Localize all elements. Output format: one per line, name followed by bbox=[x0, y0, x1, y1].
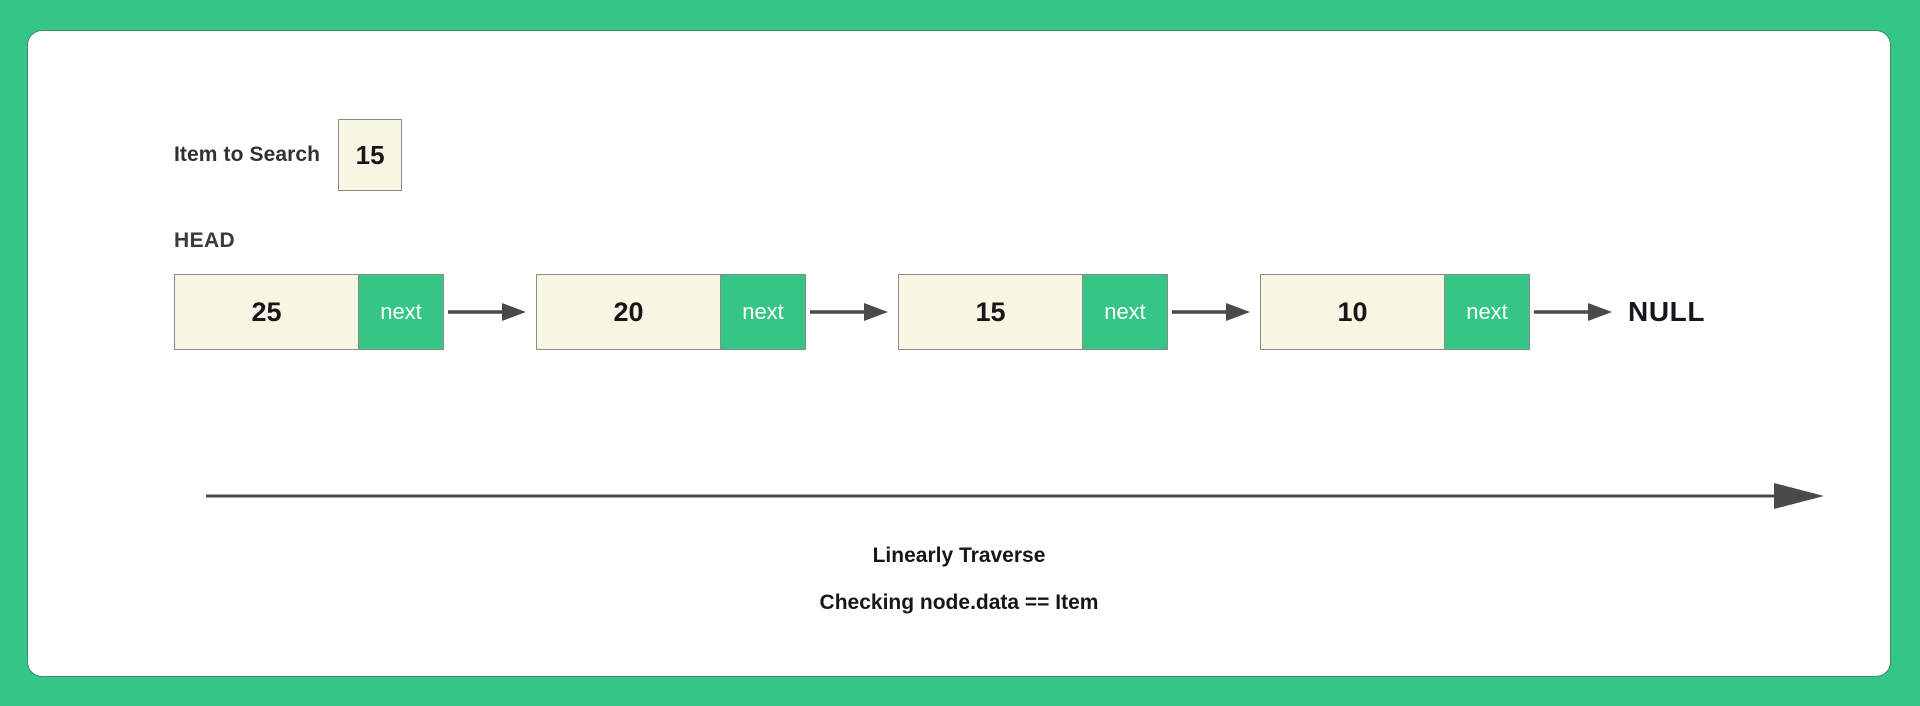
head-label: HEAD bbox=[174, 229, 236, 252]
list-node-3[interactable]: 10 next bbox=[1260, 274, 1530, 350]
list-node-2[interactable]: 15 next bbox=[898, 274, 1168, 350]
diagram-card: Item to Search 15 HEAD 25 next 20 next bbox=[28, 31, 1890, 676]
node-next-cell: next bbox=[1444, 275, 1529, 349]
node-data-cell: 20 bbox=[537, 275, 720, 349]
node-next-cell: next bbox=[1082, 275, 1167, 349]
node-data-cell: 10 bbox=[1261, 275, 1444, 349]
linked-list-row: 25 next 20 next 15 next bbox=[174, 274, 1705, 350]
list-node-0[interactable]: 25 next bbox=[174, 274, 444, 350]
link-arrow-icon bbox=[448, 303, 526, 321]
item-to-search-row: Item to Search 15 bbox=[174, 119, 403, 191]
list-node-1[interactable]: 20 next bbox=[536, 274, 806, 350]
node-next-cell: next bbox=[720, 275, 805, 349]
link-arrow-icon bbox=[810, 303, 888, 321]
caption-linearly-traverse: Linearly Traverse bbox=[872, 544, 1046, 567]
item-to-search-value-box[interactable]: 15 bbox=[338, 119, 403, 191]
node-next-cell: next bbox=[358, 275, 443, 349]
null-terminator-label: NULL bbox=[1628, 296, 1706, 327]
traverse-arrow-icon bbox=[206, 483, 1824, 509]
node-data-cell: 25 bbox=[175, 275, 358, 349]
node-data-cell: 15 bbox=[899, 275, 1082, 349]
caption-checking-condition: Checking node.data == Item bbox=[819, 591, 1099, 614]
link-arrow-icon bbox=[1172, 303, 1250, 321]
item-to-search-label: Item to Search bbox=[174, 143, 321, 166]
null-arrow-icon bbox=[1534, 303, 1612, 321]
